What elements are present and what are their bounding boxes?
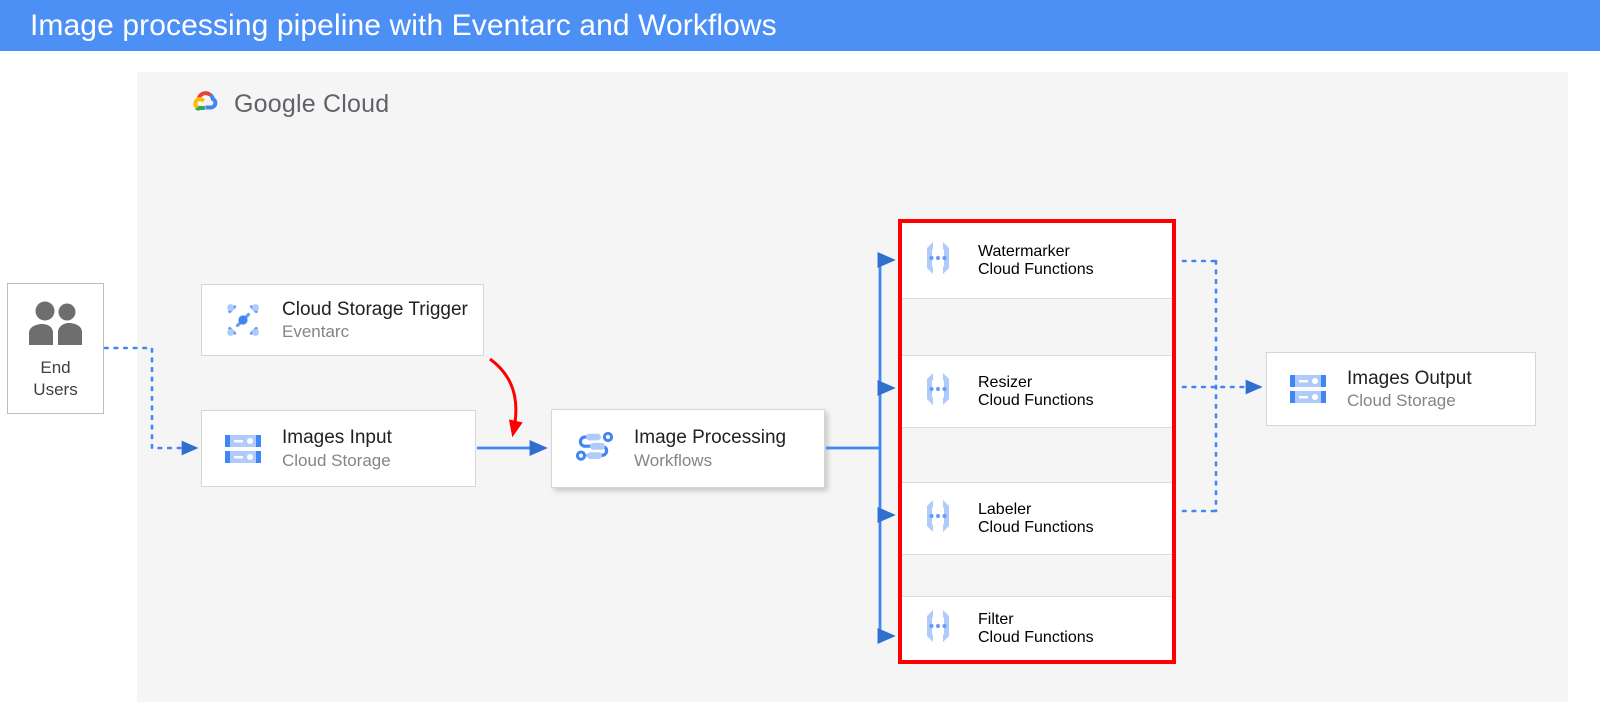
node-labels: Watermarker Cloud Functions: [978, 243, 1094, 279]
node-images-output[interactable]: Images Output Cloud Storage: [1266, 352, 1536, 426]
title-bar: Image processing pipeline with Eventarc …: [0, 0, 1600, 51]
node-function-resizer[interactable]: Resizer Cloud Functions: [898, 355, 1176, 428]
diagram-canvas: Google Cloud End Users: [0, 51, 1600, 702]
node-primary-label: Filter: [978, 610, 1014, 628]
node-secondary-label: Cloud Functions: [978, 260, 1094, 278]
logo-word-google: Google: [234, 90, 316, 118]
eventarc-icon: [216, 298, 270, 342]
node-secondary-label: Cloud Functions: [978, 391, 1094, 409]
node-secondary-label: Cloud Functions: [978, 628, 1094, 646]
node-primary-label: Images Input: [282, 427, 392, 448]
node-function-labeler[interactable]: Labeler Cloud Functions: [898, 482, 1176, 555]
node-labels: Labeler Cloud Functions: [978, 501, 1094, 537]
cloud-storage-icon: [1281, 370, 1335, 408]
cloud-functions-icon: [916, 604, 968, 653]
cloud-functions-icon: [916, 236, 968, 285]
node-images-input[interactable]: Images Input Cloud Storage: [201, 410, 476, 487]
node-primary-label: Resizer: [978, 373, 1033, 391]
google-cloud-logo: Google Cloud: [188, 87, 389, 122]
page-title: Image processing pipeline with Eventarc …: [30, 8, 777, 42]
node-primary-label: Cloud Storage Trigger: [282, 298, 468, 320]
end-users-label: End Users: [33, 357, 77, 401]
end-users-label-line1: End: [40, 358, 71, 377]
node-primary-label: Watermarker: [978, 242, 1070, 260]
node-primary-label: Labeler: [978, 500, 1032, 518]
node-secondary-label: Cloud Storage: [282, 450, 391, 470]
google-cloud-logo-icon: [188, 87, 222, 122]
node-labels: Resizer Cloud Functions: [978, 374, 1094, 410]
node-labels: Images Output Cloud Storage: [1347, 367, 1472, 412]
function-group-highlight-border: [898, 219, 1176, 664]
node-labels: Cloud Storage Trigger Eventarc: [282, 298, 468, 343]
end-users-box[interactable]: End Users: [7, 283, 104, 414]
node-function-filter[interactable]: Filter Cloud Functions: [898, 596, 1176, 660]
node-primary-label: Images Output: [1347, 367, 1472, 389]
node-secondary-label: Eventarc: [282, 322, 350, 342]
node-secondary-label: Cloud Functions: [978, 518, 1094, 536]
node-function-watermarker[interactable]: Watermarker Cloud Functions: [898, 223, 1176, 299]
workflows-icon: [568, 427, 622, 471]
node-cloud-storage-trigger[interactable]: Cloud Storage Trigger Eventarc: [201, 284, 484, 356]
node-secondary-label: Workflows: [634, 450, 713, 470]
users-group-icon: [24, 300, 88, 351]
node-labels: Image Processing Workflows: [634, 426, 786, 471]
node-primary-label: Image Processing: [634, 427, 787, 448]
node-labels: Images Input Cloud Storage: [282, 426, 392, 471]
cloud-functions-icon: [916, 494, 968, 543]
end-users-label-line2: Users: [33, 380, 78, 400]
node-labels: Filter Cloud Functions: [978, 611, 1094, 647]
google-cloud-logo-text: Google Cloud: [234, 90, 389, 119]
cloud-functions-icon: [916, 367, 968, 416]
cloud-storage-icon: [216, 430, 270, 468]
node-image-processing[interactable]: Image Processing Workflows: [551, 409, 825, 488]
node-secondary-label: Cloud Storage: [1347, 391, 1456, 411]
logo-word-cloud: Cloud: [322, 90, 390, 118]
